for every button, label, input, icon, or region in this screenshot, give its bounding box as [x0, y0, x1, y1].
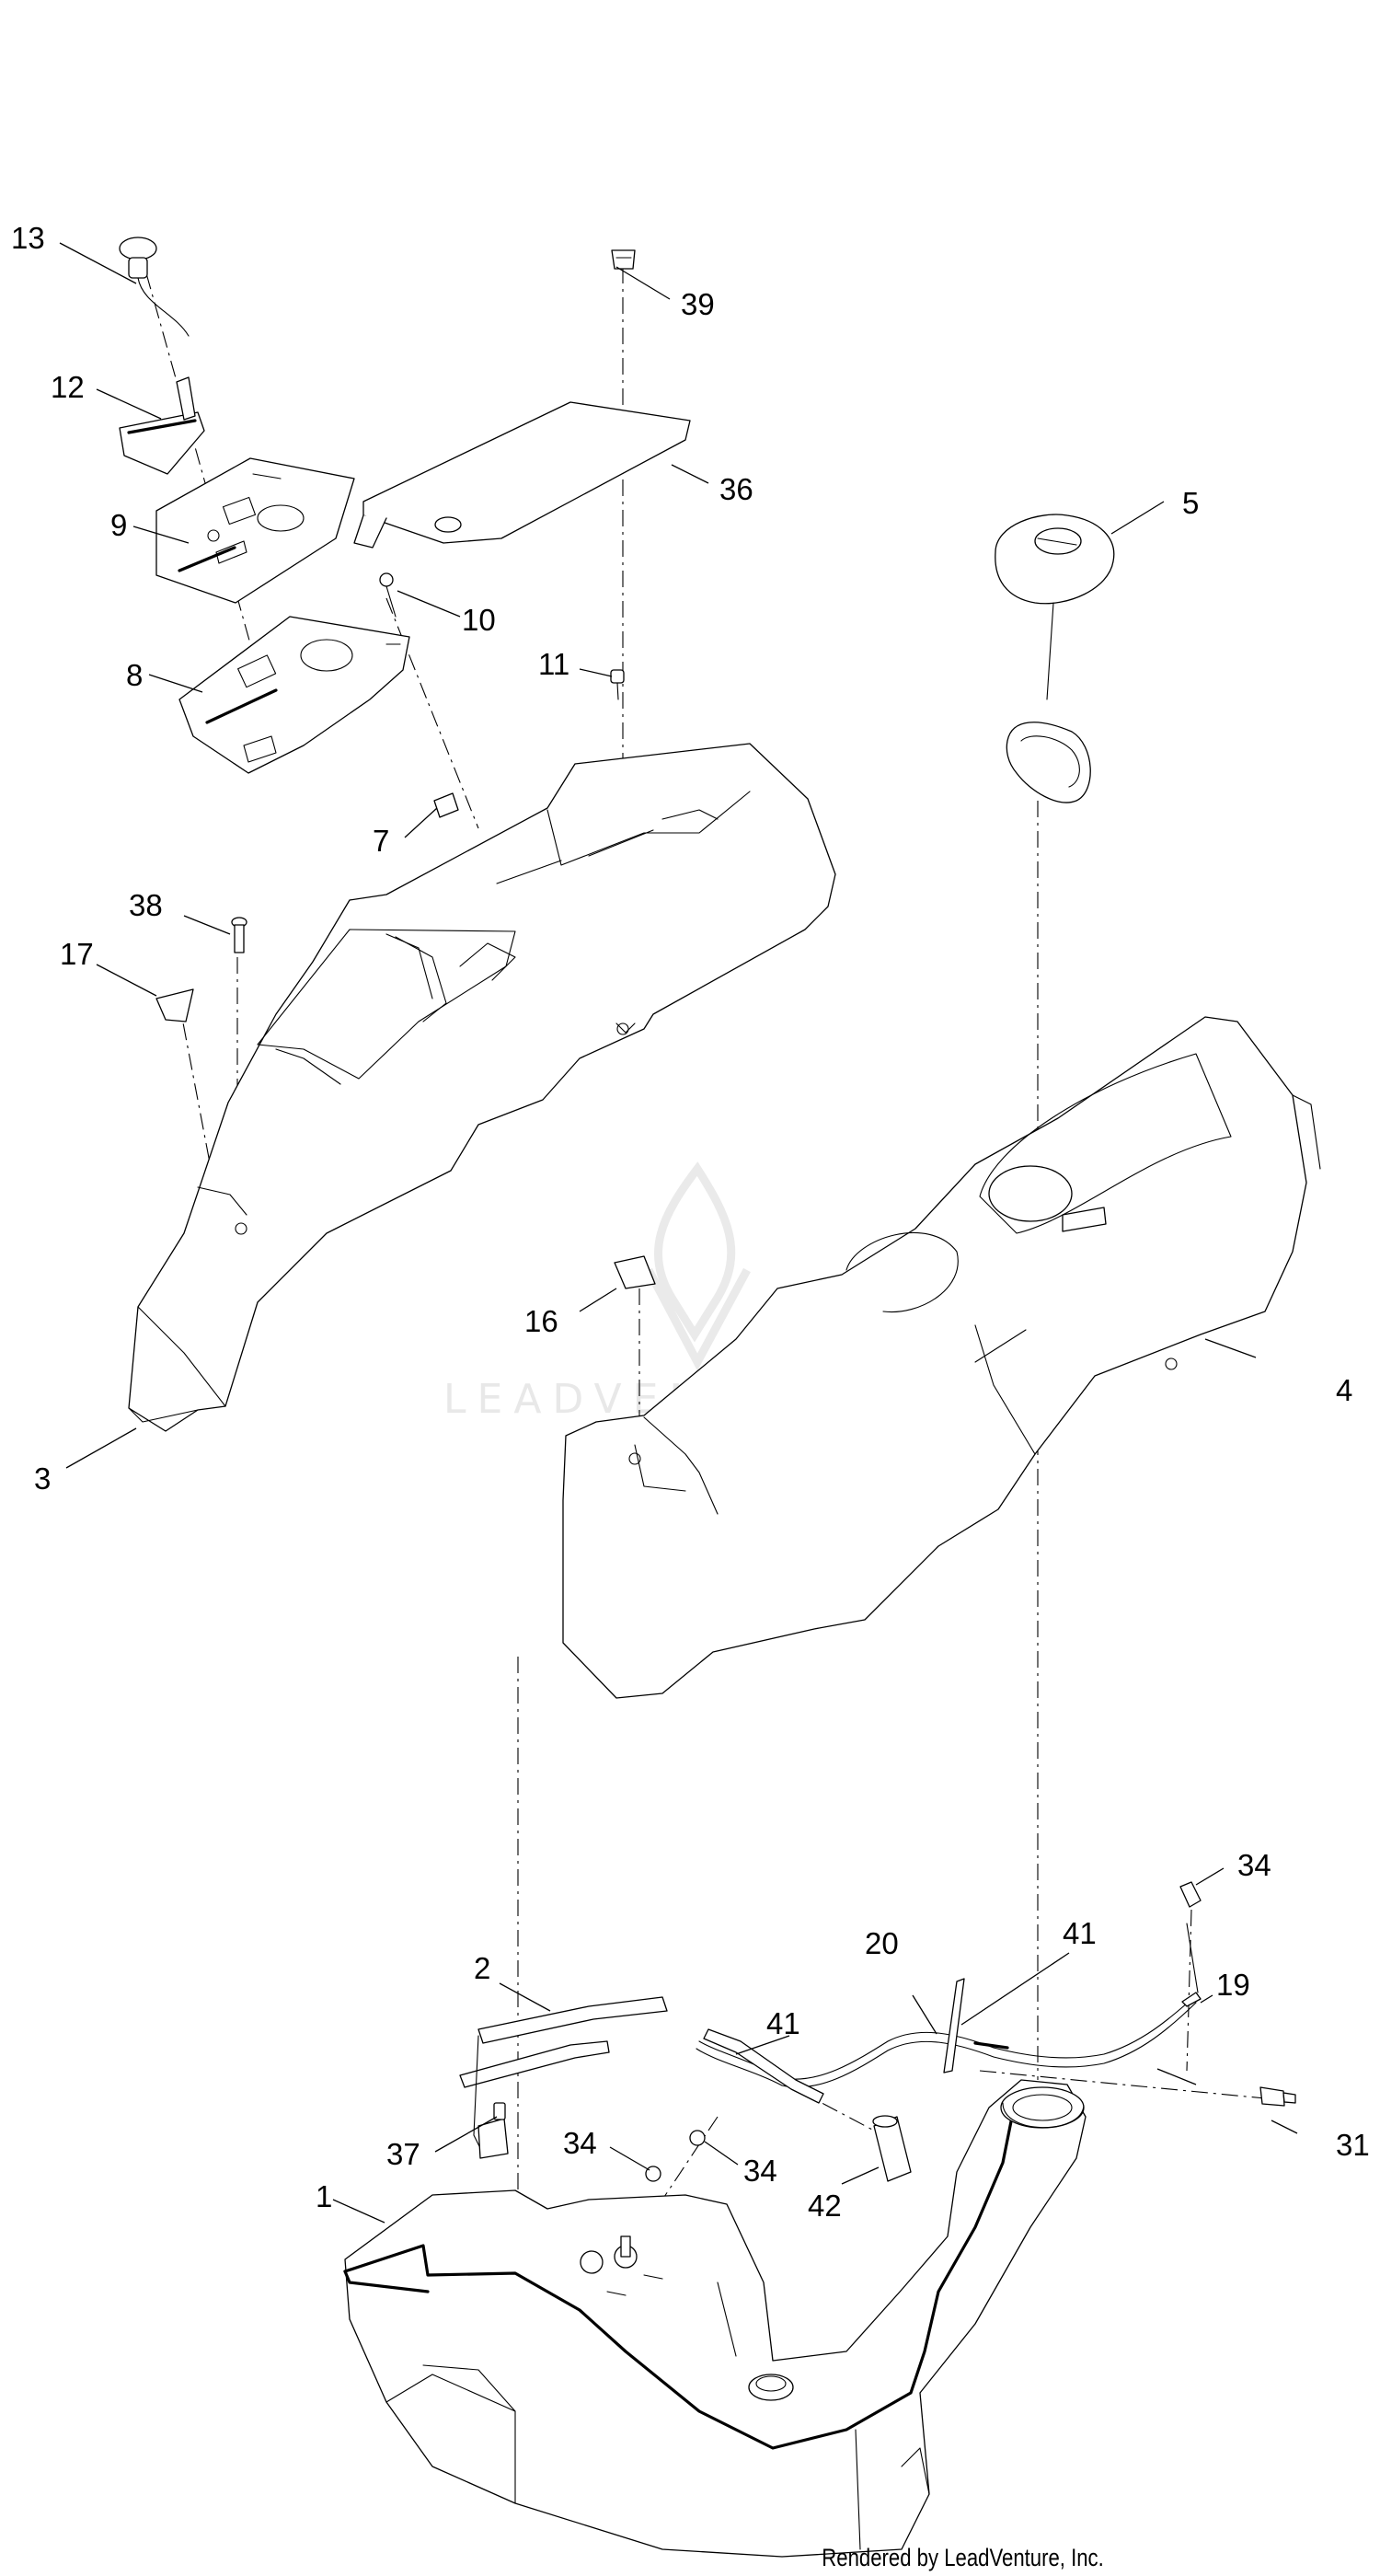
callout-12: 12: [51, 370, 85, 404]
part-31-fitting: [1259, 2086, 1296, 2107]
callout-13: 13: [11, 221, 45, 255]
callout-42: 42: [808, 2189, 842, 2223]
part-13-knob: [119, 237, 190, 337]
watermark-flame-icon: [645, 1161, 751, 1371]
part-9-decal: [155, 457, 355, 604]
part-8-panel: [178, 616, 410, 774]
callout-34-upper: 34: [1237, 1848, 1271, 1882]
callout-4: 4: [1336, 1373, 1352, 1407]
part-10-screw: [379, 572, 397, 618]
part-39-fastener: [611, 249, 636, 270]
callout-34-left: 34: [563, 2126, 597, 2160]
callout-labels: 13 12 9 8 10 39 36 5 11 7 38 17 16 4 3 2…: [11, 221, 1370, 2223]
callout-2: 2: [474, 1951, 490, 1985]
callout-36: 36: [719, 472, 753, 506]
part-16-pad: [614, 1255, 656, 1289]
part-12-bracket: [119, 376, 205, 475]
part-1-tank: [343, 2079, 1087, 2558]
callout-16: 16: [524, 1304, 558, 1338]
callout-1: 1: [316, 2179, 332, 2213]
part-2-rod: [459, 1996, 668, 2159]
callout-41-upper: 41: [1063, 1916, 1097, 1950]
callout-38: 38: [129, 888, 163, 922]
part-42-tube: [872, 2115, 912, 2182]
part-3-console: [128, 743, 836, 1432]
callout-7: 7: [373, 824, 389, 858]
part-17-pad: [155, 988, 194, 1022]
leader-lines: [59, 242, 1298, 2224]
callout-31: 31: [1336, 2128, 1370, 2162]
render-credit: Rendered by LeadVenture, Inc.: [822, 2544, 1104, 2571]
callout-41-lower: 41: [766, 2006, 800, 2040]
part-36-cover: [353, 401, 691, 549]
callout-39: 39: [681, 287, 715, 321]
part-7-clip: [433, 792, 459, 818]
callout-37: 37: [386, 2137, 420, 2171]
fuel-lines: [696, 1881, 1202, 2104]
part-34-clamps: [645, 2130, 706, 2182]
part-4-shroud: [562, 1016, 1321, 1699]
callout-34-right: 34: [743, 2154, 777, 2188]
part-38-bolt: [231, 917, 247, 953]
callout-9: 9: [110, 508, 127, 542]
callout-10: 10: [462, 603, 496, 637]
callout-19: 19: [1216, 1968, 1250, 2002]
part-37-screw: [493, 2102, 506, 2120]
callout-17: 17: [60, 937, 94, 971]
part-5-fuel-cap: [995, 514, 1115, 803]
callout-5: 5: [1182, 486, 1199, 520]
callout-20: 20: [865, 1926, 899, 1960]
callout-8: 8: [126, 658, 143, 692]
callout-3: 3: [34, 1461, 51, 1496]
part-11-screw: [610, 669, 625, 700]
callout-11: 11: [538, 647, 569, 681]
